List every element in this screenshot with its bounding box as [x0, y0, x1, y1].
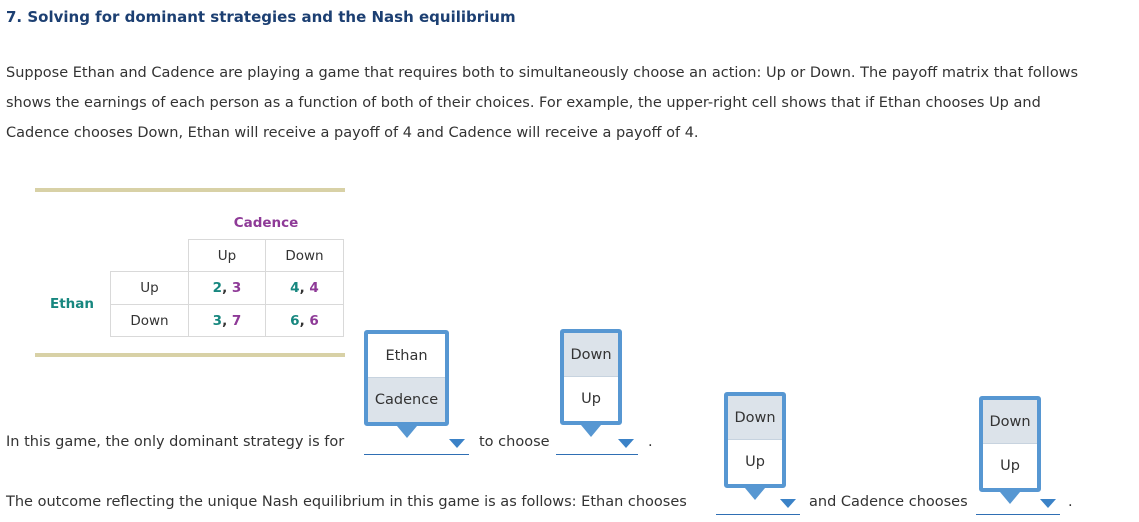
ethan-payoff: 4	[290, 280, 300, 296]
row-header-down: Down	[110, 304, 189, 337]
dominant-action-dropdown[interactable]	[556, 432, 638, 455]
intro-line: shows the earnings of each person as a f…	[6, 95, 1041, 111]
question2-period: .	[1068, 494, 1073, 510]
cadence-payoff: 4	[309, 280, 319, 296]
payoff-cell-down-up: 3, 7	[188, 304, 266, 337]
cadence-payoff: 3	[231, 280, 242, 296]
option-ethan[interactable]: Ethan	[368, 334, 445, 378]
chevron-down-icon[interactable]	[449, 439, 465, 448]
question-title: 7. Solving for dominant strategies and t…	[6, 8, 516, 26]
chevron-down-icon[interactable]	[1040, 499, 1056, 508]
chevron-down-icon[interactable]	[618, 439, 634, 448]
payoff-cell-up-down: 4, 4	[265, 271, 344, 305]
cadence-options-popup[interactable]: Down Up	[979, 396, 1041, 504]
ethan-payoff: 3	[212, 312, 223, 329]
action-options-popup[interactable]: Down Up	[560, 329, 622, 437]
option-cadence[interactable]: Cadence	[368, 378, 445, 422]
col-header-up: Up	[188, 239, 266, 272]
cadence-choice-dropdown[interactable]	[976, 492, 1060, 515]
ethan-options-popup[interactable]: Down Up	[724, 392, 786, 500]
question1-text-before: In this game, the only dominant strategy…	[6, 434, 345, 450]
payoff-cell-down-down: 6, 6	[265, 304, 344, 337]
column-player-label: Cadence	[233, 215, 299, 231]
row-player-label: Ethan	[49, 296, 94, 312]
matrix-bottom-bar	[35, 353, 345, 357]
question1-period: .	[648, 434, 653, 450]
ethan-choice-dropdown[interactable]	[716, 492, 800, 515]
intro-line: Suppose Ethan and Cadence are playing a …	[6, 65, 1079, 81]
chevron-down-icon[interactable]	[780, 499, 796, 508]
player-options-popup[interactable]: Ethan Cadence	[364, 330, 449, 438]
payoff-cell-up-up: 2, 3	[188, 271, 266, 305]
option-down[interactable]: Down	[728, 396, 782, 440]
option-down[interactable]: Down	[564, 333, 618, 377]
ethan-payoff: 6	[290, 312, 300, 329]
option-up[interactable]: Up	[1000, 458, 1020, 474]
intro-line: Cadence chooses Down, Ethan will receive…	[6, 125, 699, 141]
row-header-up: Up	[110, 271, 189, 305]
cadence-payoff: 7	[231, 312, 242, 329]
question2-text-middle: and Cadence chooses	[809, 494, 968, 510]
question2-text-before: The outcome reflecting the unique Nash e…	[6, 494, 687, 510]
matrix-top-bar	[35, 188, 345, 192]
cadence-payoff: 6	[309, 312, 319, 329]
option-up[interactable]: Up	[581, 391, 601, 407]
ethan-payoff: 2	[212, 280, 223, 296]
option-down[interactable]: Down	[983, 400, 1037, 444]
col-header-down: Down	[265, 239, 344, 272]
question1-text-middle: to choose	[479, 434, 550, 450]
intro-paragraph: Suppose Ethan and Cadence are playing a …	[6, 58, 1131, 148]
option-up[interactable]: Up	[745, 454, 765, 470]
dominant-player-dropdown[interactable]	[364, 432, 469, 455]
